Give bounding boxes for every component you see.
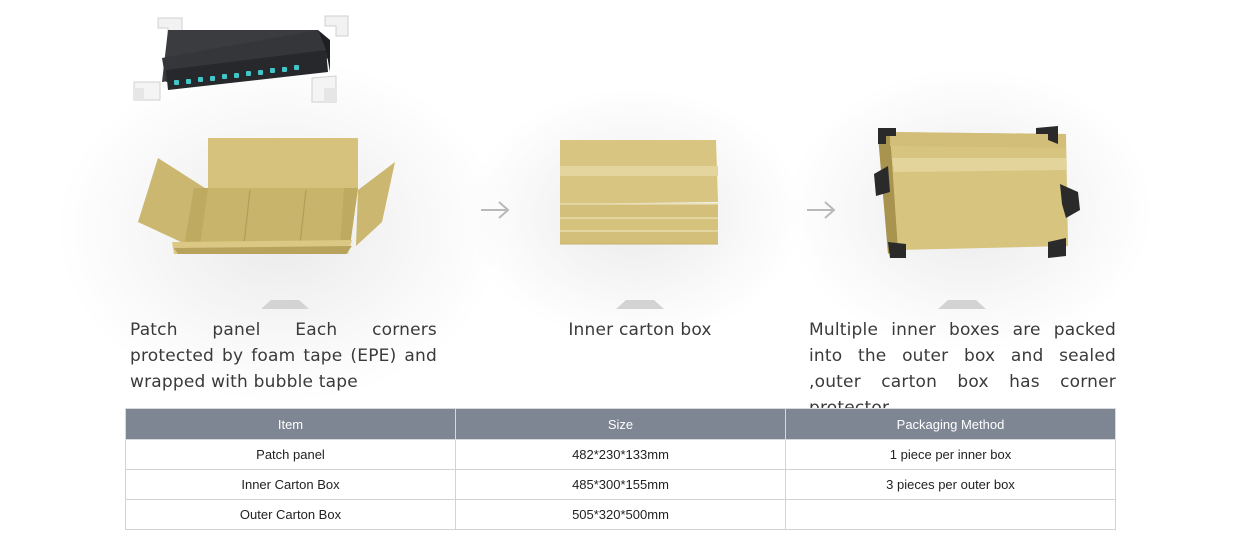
pedestal-shape [261, 300, 309, 309]
table-cell: 1 piece per inner box [785, 439, 1116, 470]
table-cell [785, 499, 1116, 530]
outer-carton-illustration [874, 126, 1080, 258]
table-row: Patch panel 482*230*133mm 1 piece per in… [125, 439, 1116, 470]
open-carton-image [138, 138, 395, 254]
table-row: Inner Carton Box 485*300*155mm 3 pieces … [125, 469, 1116, 500]
table-cell: 3 pieces per outer box [785, 469, 1116, 500]
inner-carton-boxes-illustration [560, 140, 718, 245]
patch-panel-open-carton-illustration [133, 15, 395, 254]
table-cell: Outer Carton Box [125, 499, 456, 530]
pedestal-shape [938, 300, 986, 309]
table-cell: 505*320*500mm [455, 499, 786, 530]
step-3-figure [860, 118, 1090, 268]
step-2-caption: Inner carton box [568, 320, 712, 340]
step-1-figure [120, 10, 420, 260]
step-1-caption: Patch panel Each corners protected by fo… [130, 320, 437, 392]
table-cell: Inner Carton Box [125, 469, 456, 500]
arrow-right-icon [481, 201, 510, 219]
table-cell: 482*230*133mm [455, 439, 786, 470]
packaging-spec-table: Item Size Packaging Method Patch panel 4… [125, 408, 1116, 530]
arrow-right-icon [807, 201, 836, 219]
pedestal-shape [616, 300, 664, 309]
table-cell: 485*300*155mm [455, 469, 786, 500]
table-row: Outer Carton Box 505*320*500mm [125, 499, 1116, 530]
column-header-packaging-method: Packaging Method [785, 408, 1116, 440]
patch-panel-image [133, 15, 349, 103]
table-cell: Patch panel [125, 439, 456, 470]
table-header-row: Item Size Packaging Method [125, 408, 1116, 440]
column-header-size: Size [455, 408, 786, 440]
column-header-item: Item [125, 408, 456, 440]
step-3-caption: Multiple inner boxes are packed into the… [809, 320, 1116, 418]
step-2-figure [550, 130, 730, 260]
